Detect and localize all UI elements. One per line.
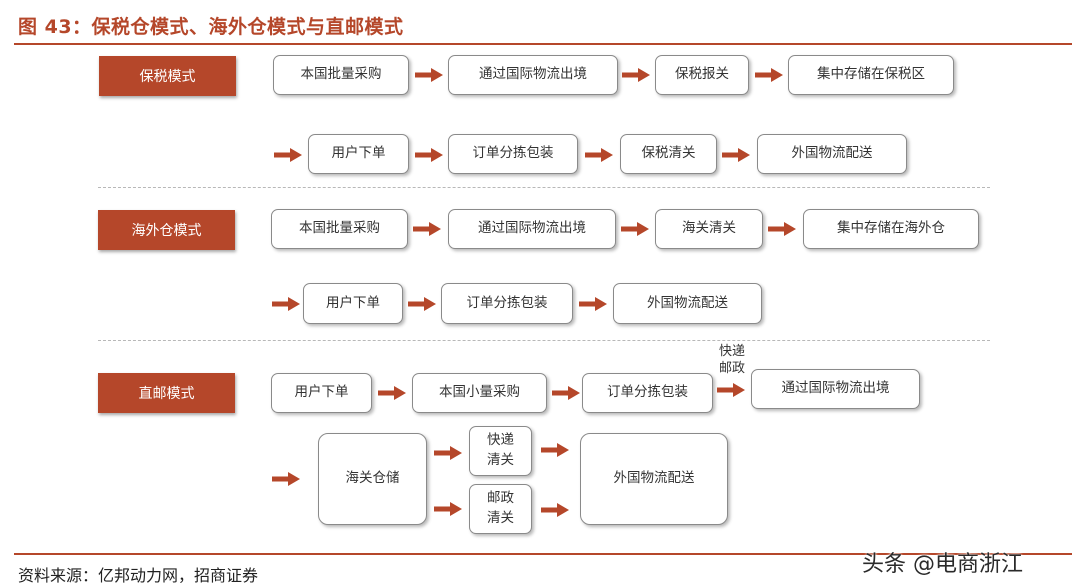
overseas-step-4: 集中存储在海外仓 (803, 209, 979, 249)
bonded-step-8: 外国物流配送 (757, 134, 907, 174)
bonded-step-7: 保税清关 (620, 134, 717, 174)
overseas-step-2: 通过国际物流出境 (448, 209, 616, 249)
right-arrow-icon (541, 443, 569, 457)
note-line: 邮政 (718, 360, 745, 376)
right-arrow-icon (552, 386, 580, 400)
bonded-step-6: 订单分拣包装 (448, 134, 578, 174)
footer-rule (14, 553, 1072, 555)
right-arrow-icon (579, 297, 607, 311)
figure-title: 图 43：保税仓模式、海外仓模式与直邮模式 (18, 16, 404, 38)
direct-step-1: 用户下单 (271, 373, 372, 413)
overseas-step-5: 用户下单 (303, 283, 403, 324)
branch-line: 清关 (487, 452, 514, 468)
right-arrow-icon (768, 222, 796, 236)
right-arrow-icon (274, 148, 302, 162)
section-separator (98, 187, 990, 188)
branch-line: 清关 (487, 510, 514, 526)
right-arrow-icon (378, 386, 406, 400)
mode-label-bonded: 保税模式 (99, 56, 236, 96)
overseas-step-3: 海关清关 (655, 209, 763, 249)
right-arrow-icon (415, 68, 443, 82)
bonded-step-1: 本国批量采购 (273, 55, 409, 95)
right-arrow-icon (755, 68, 783, 82)
right-arrow-icon (408, 297, 436, 311)
watermark: 头条 @电商浙江 (862, 552, 1023, 577)
right-arrow-icon (621, 222, 649, 236)
right-arrow-icon (585, 148, 613, 162)
title-rule (14, 43, 1072, 45)
right-arrow-icon (413, 222, 441, 236)
section-separator (98, 340, 990, 341)
direct-customs-warehouse: 海关仓储 (318, 433, 427, 525)
direct-final-delivery: 外国物流配送 (580, 433, 728, 525)
bonded-step-5: 用户下单 (308, 134, 409, 174)
branch-line: 快递 (487, 432, 514, 449)
direct-branch-express: 快递 清关 (469, 426, 532, 476)
mode-label-direct: 直邮模式 (98, 373, 235, 413)
right-arrow-icon (272, 472, 300, 486)
right-arrow-icon (722, 148, 750, 162)
branch-line: 邮政 (487, 490, 514, 507)
direct-step-2: 本国小量采购 (412, 373, 547, 413)
right-arrow-icon (717, 383, 745, 397)
overseas-step-6: 订单分拣包装 (441, 283, 573, 324)
right-arrow-icon (272, 297, 300, 311)
note-line: 快递 (718, 344, 745, 359)
direct-step-3: 订单分拣包装 (582, 373, 713, 413)
direct-branch-post: 邮政 清关 (469, 484, 532, 534)
bonded-step-2: 通过国际物流出境 (448, 55, 618, 95)
shipping-method-note: 快递 邮政 (714, 344, 750, 378)
right-arrow-icon (541, 503, 569, 517)
right-arrow-icon (434, 446, 462, 460)
direct-step-4: 通过国际物流出境 (751, 369, 920, 409)
right-arrow-icon (622, 68, 650, 82)
overseas-step-1: 本国批量采购 (271, 209, 408, 249)
mode-label-overseas: 海外仓模式 (98, 210, 235, 250)
overseas-step-7: 外国物流配送 (613, 283, 762, 324)
source-note: 资料来源：亿邦动力网，招商证券 (18, 566, 259, 585)
right-arrow-icon (434, 502, 462, 516)
bonded-step-4: 集中存储在保税区 (788, 55, 954, 95)
right-arrow-icon (415, 148, 443, 162)
bonded-step-3: 保税报关 (655, 55, 749, 95)
